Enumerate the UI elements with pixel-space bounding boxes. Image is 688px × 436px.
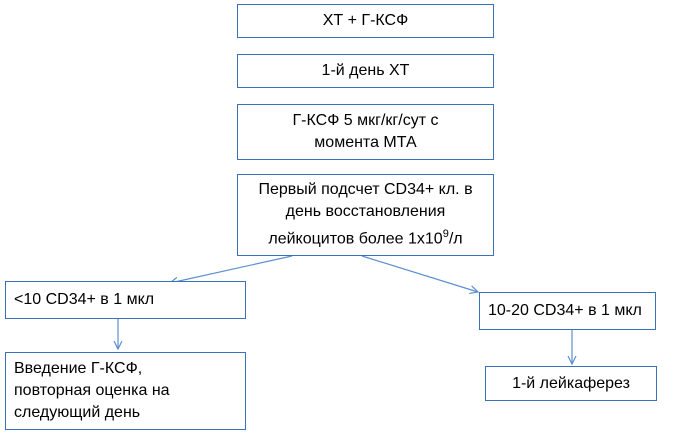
branch-right-action-box: 1-й лейкаферез xyxy=(485,366,657,401)
branch-right-condition-text: 10-20 CD34+ в 1 мкл xyxy=(488,302,642,319)
step-box-gcsf-dose: Г-КСФ 5 мкг/кг/сут с момента МТА xyxy=(237,104,494,160)
step-box-day1-chemo: 1-й день ХТ xyxy=(237,54,494,88)
step-box-first-count: Первый подсчет CD34+ кл. в день восстано… xyxy=(237,174,494,256)
first-count-line-1: Первый подсчет CD34+ кл. в xyxy=(258,181,473,199)
first-count-superscript: 9 xyxy=(442,228,449,241)
step-box-chemo-gcsf: ХТ + Г-КСФ xyxy=(237,4,494,38)
arrow-step4-to-left xyxy=(170,255,293,283)
step-text-chemo-gcsf: ХТ + Г-КСФ xyxy=(322,12,409,29)
first-count-line-2: день восстановления xyxy=(285,203,446,221)
step-text-gcsf-dose: Г-КСФ 5 мкг/кг/сут с момента МТА xyxy=(292,112,439,151)
first-count-line-3: лейкоцитов более 1х109/л xyxy=(268,228,463,248)
step-text-day1-chemo: 1-й день ХТ xyxy=(321,62,410,79)
branch-left-condition-text: <10 CD34+ в 1 мкл xyxy=(14,291,155,308)
branch-right-action-text: 1-й лейкаферез xyxy=(512,374,630,392)
branch-left-action-text: Введение Г-КСФ, повторная оценка на след… xyxy=(14,360,170,421)
branch-left-condition-box: <10 CD34+ в 1 мкл xyxy=(5,281,246,319)
branch-right-condition-box: 10-20 CD34+ в 1 мкл xyxy=(479,292,656,330)
step-text-first-count: Первый подсчет CD34+ кл. в день восстано… xyxy=(258,179,472,250)
arrow-step4-to-right xyxy=(361,255,478,292)
branch-left-action-box: Введение Г-КСФ, повторная оценка на след… xyxy=(5,352,246,430)
